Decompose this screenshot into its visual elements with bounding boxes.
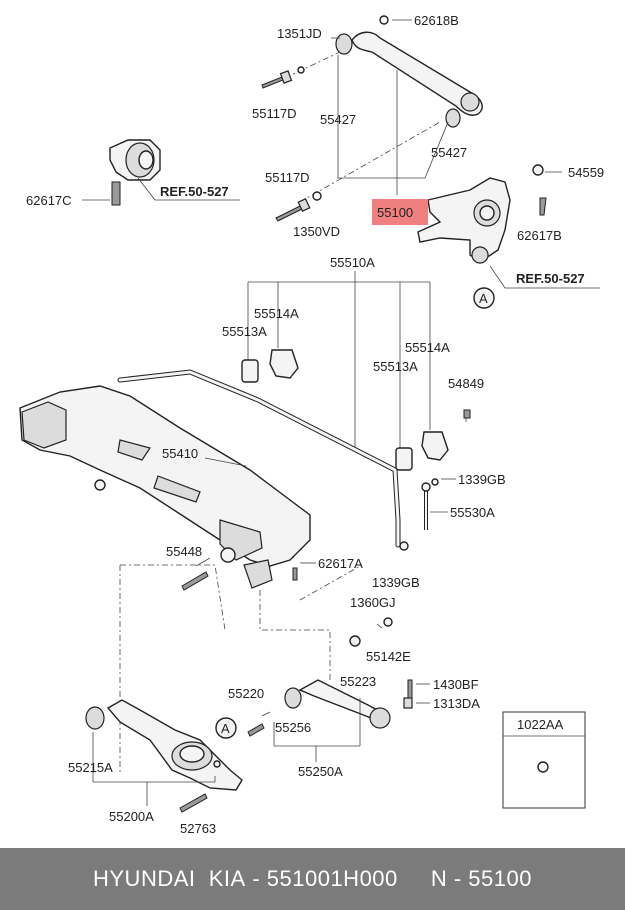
label-55510a: 55510A xyxy=(330,255,375,270)
label-1350vd: 1350VD xyxy=(293,224,340,239)
footer-brand: HYUNDAI KIA xyxy=(93,866,246,891)
bolt-55117d-top xyxy=(261,70,293,89)
lateral-arm-55250a xyxy=(284,617,413,729)
footer-sep-1: - xyxy=(245,866,267,891)
circle-a-top-label: A xyxy=(479,291,488,306)
hardware-box-1022aa xyxy=(502,711,586,809)
label-62617c: 62617C xyxy=(26,193,72,208)
label-55220: 55220 xyxy=(228,686,264,701)
label-55100: 55100 xyxy=(377,205,413,220)
label-55223: 55223 xyxy=(340,674,376,689)
parts-diagram: 62618B 1351JD 55117D 55427 55427 54559 5… xyxy=(19,13,604,836)
label-55514a-b: 55514A xyxy=(405,340,450,355)
label-1339gb-b: 1339GB xyxy=(372,575,420,590)
label-55448: 55448 xyxy=(166,544,202,559)
label-1430bf: 1430BF xyxy=(433,677,479,692)
label-62617a: 62617A xyxy=(318,556,363,571)
label-1339gb-a: 1339GB xyxy=(458,472,506,487)
label-55117d-top: 55117D xyxy=(252,106,297,121)
label-1351jd: 1351JD xyxy=(277,26,322,41)
label-55513a-a: 55513A xyxy=(222,324,267,339)
bolt-55117d-mid xyxy=(275,197,311,222)
label-55250a: 55250A xyxy=(298,764,343,779)
part-number-footer: HYUNDAI KIA - 551001H000 N - 55100 xyxy=(0,848,625,910)
label-55215a: 55215A xyxy=(68,760,113,775)
footer-ref-value: 55100 xyxy=(468,866,532,891)
lower-arm-55200a xyxy=(85,699,243,813)
trailing-arm-55100 xyxy=(335,15,483,128)
label-55117d-mid: 55117D xyxy=(265,170,310,185)
label-62617b: 62617B xyxy=(517,228,562,243)
label-55142e: 55142E xyxy=(366,649,411,664)
label-55200a: 55200A xyxy=(109,809,154,824)
circle-a-bottom-label: A xyxy=(221,721,230,736)
ref-label-right: REF.50-527 xyxy=(516,271,585,286)
label-1022aa: 1022AA xyxy=(517,717,564,732)
stabilizer-link xyxy=(399,478,439,551)
label-55427-b: 55427 xyxy=(431,145,467,160)
label-55256: 55256 xyxy=(275,720,311,735)
label-1360gj: 1360GJ xyxy=(350,595,396,610)
label-55513a-b: 55513A xyxy=(373,359,418,374)
footer-part-number: 551001H000 xyxy=(266,866,398,891)
crossmember-55410 xyxy=(19,385,311,589)
bushing-62617c xyxy=(109,139,161,206)
label-54559: 54559 xyxy=(568,165,604,180)
footer-ref-label: N xyxy=(430,866,448,891)
ref-label-left: REF.50-527 xyxy=(160,184,229,199)
knuckle xyxy=(417,164,547,264)
footer-sep-2: - xyxy=(447,866,469,891)
label-55530a: 55530A xyxy=(450,505,495,520)
footer-gap xyxy=(398,866,431,892)
label-62618b: 62618B xyxy=(414,13,459,28)
label-52763: 52763 xyxy=(180,821,216,836)
label-55514a-a: 55514A xyxy=(254,306,299,321)
highlight-box-55100 xyxy=(372,199,428,225)
label-55427-a: 55427 xyxy=(320,112,356,127)
label-55410: 55410 xyxy=(162,446,198,461)
label-1313da: 1313DA xyxy=(433,696,480,711)
label-54849: 54849 xyxy=(448,376,484,391)
bushing-clamps xyxy=(241,349,449,471)
